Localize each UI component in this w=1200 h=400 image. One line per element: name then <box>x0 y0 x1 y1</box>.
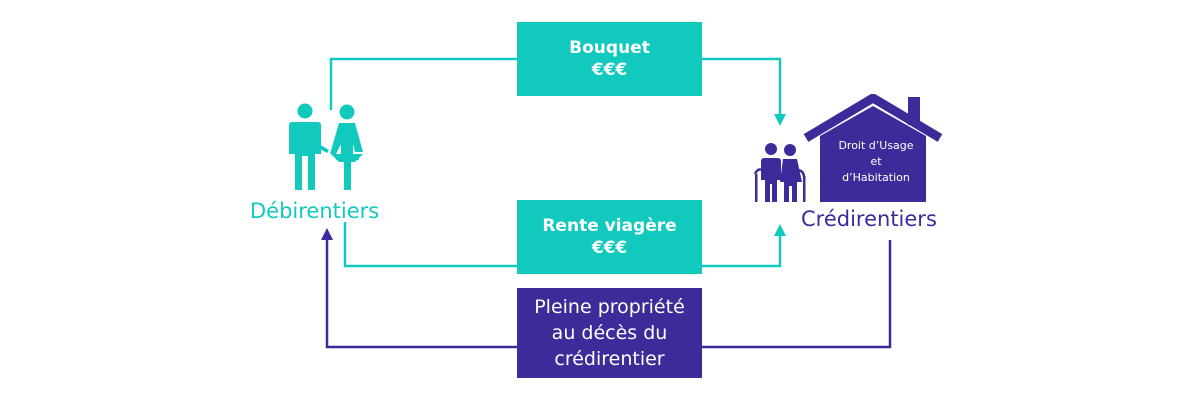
house-line1: Droit d’Usage <box>838 139 914 152</box>
rente-box: Rente viagère €€€ <box>517 200 702 274</box>
house-line2: et <box>870 155 882 168</box>
bouquet-amount: €€€ <box>591 60 628 80</box>
rente-amount: €€€ <box>591 238 628 258</box>
pleine-box: Pleine propriété au décès du crédirentie… <box>517 288 702 378</box>
house-icon <box>800 92 946 206</box>
bouquet-arrowhead <box>774 114 786 126</box>
pleine-line3: crédirentier <box>554 348 665 370</box>
debirentiers-label: Débirentiers <box>250 199 380 223</box>
rente-title: Rente viagère <box>542 216 677 236</box>
couple-icon <box>285 100 375 192</box>
elderly-couple-icon <box>752 140 808 204</box>
droit-usage-text: Droit d’Usage et d’Habitation <box>820 138 932 186</box>
bouquet-title: Bouquet <box>569 38 650 58</box>
pleine-line2: au décès du <box>551 322 668 344</box>
rente-arrowhead <box>774 224 786 236</box>
pleine-arrowhead <box>321 228 333 240</box>
credirentiers-label: Crédirentiers <box>801 207 937 231</box>
house-line3: d’Habitation <box>842 171 910 184</box>
bouquet-box: Bouquet €€€ <box>517 22 702 96</box>
pleine-line1: Pleine propriété <box>534 296 685 318</box>
